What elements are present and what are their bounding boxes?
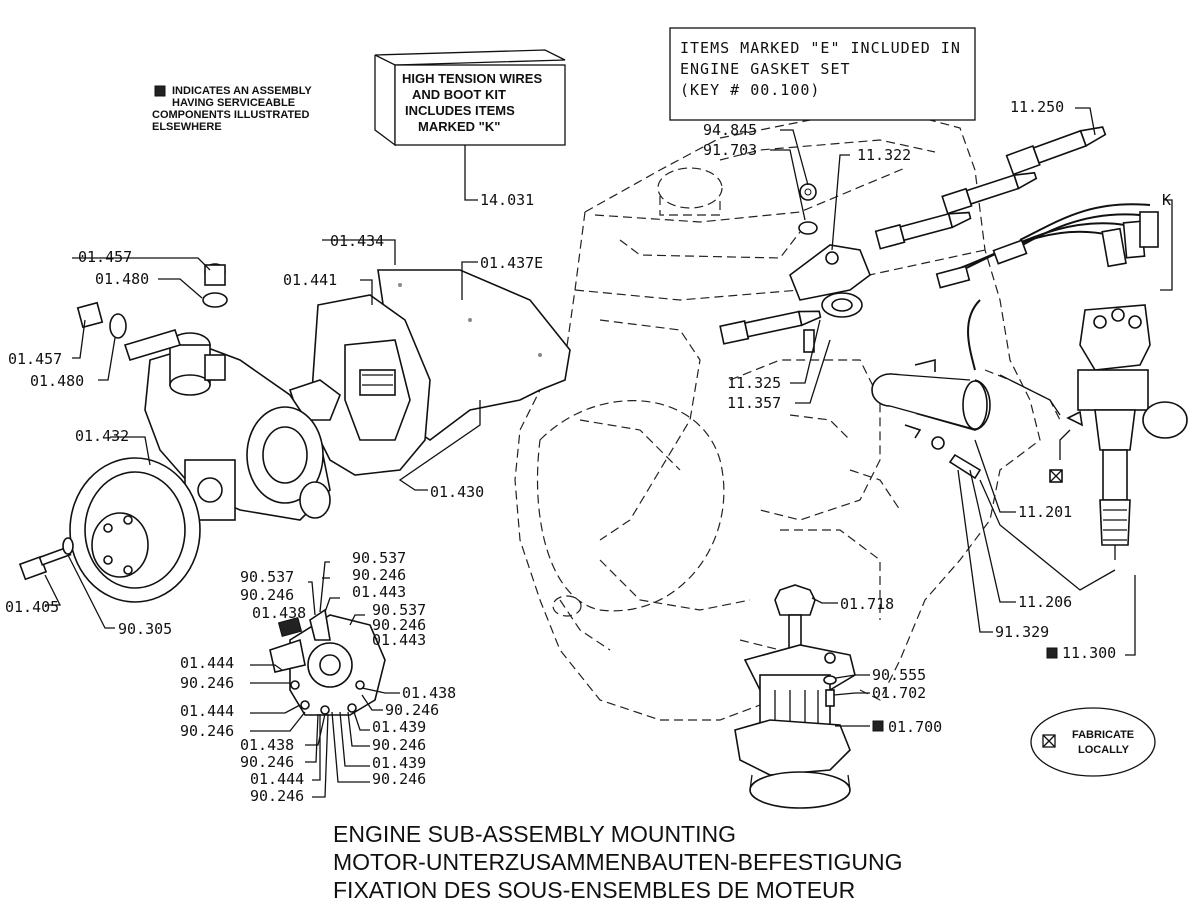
label-01-437e: 01.437E — [480, 254, 543, 272]
fabricate-locally-legend: FABRICATE LOCALLY — [1030, 707, 1156, 777]
fan-pulley: 01.432 01.405 90.305 — [5, 427, 201, 638]
label-k: K — [1162, 191, 1171, 209]
ht-box-line-1: HIGH TENSION WIRES — [402, 71, 542, 86]
fabricate-line-2: LOCALLY — [1078, 744, 1130, 756]
fabricate-line-1: FABRICATE — [1072, 729, 1134, 741]
pump-label-90-246a: 90.246 — [240, 586, 294, 604]
pump-label-01-438a: 01.438 — [252, 604, 306, 622]
label-01-718: 01.718 — [840, 595, 894, 613]
ht-box-line-4: MARKED "K" — [418, 119, 500, 134]
label-90-555: 90.555 — [872, 666, 926, 684]
oil-pump: 01.718 90.555 01.702 01.700 — [734, 584, 942, 809]
ignition-coil — [871, 358, 1116, 591]
legend-line-4: ELSEWHERE — [152, 121, 222, 133]
label-90-305: 90.305 — [118, 620, 172, 638]
coil-labels: 11.325 11.357 11.201 11.206 91.329 11.30… — [727, 319, 1136, 662]
gasket-note-line-1: ITEMS MARKED "E" INCLUDED IN — [680, 39, 961, 57]
pump-label-01-444b: 01.444 — [180, 702, 234, 720]
pump-label-90-246e: 90.246 — [180, 722, 234, 740]
distributor — [1066, 304, 1188, 560]
label-01-434: 01.434 — [330, 232, 384, 250]
label-01-702: 01.702 — [872, 684, 926, 702]
label-94-845: 94.845 — [703, 121, 757, 139]
label-14-031: 14.031 — [480, 191, 534, 209]
pump-label-01-439b: 01.439 — [372, 754, 426, 772]
water-pump-detail-labels: 90.537 90.246 01.438 90.537 90.246 01.44… — [180, 549, 456, 805]
pump-label-90-537a: 90.537 — [240, 568, 294, 586]
pump-label-90-246h: 90.246 — [240, 753, 294, 771]
label-01-432: 01.432 — [75, 427, 129, 445]
pump-label-90-246d: 90.246 — [180, 674, 234, 692]
label-01-700: 01.700 — [888, 718, 942, 736]
pump-label-90-537b: 90.537 — [352, 549, 406, 567]
legend-line-1: INDICATES AN ASSEMBLY — [172, 85, 312, 97]
label-01-480b: 01.480 — [30, 372, 84, 390]
assembly-legend-note: INDICATES AN ASSEMBLY HAVING SERVICEABLE… — [152, 85, 312, 133]
ht-box-line-3: INCLUDES ITEMS — [405, 103, 515, 118]
pump-label-90-246i: 90.246 — [250, 787, 304, 805]
label-01-430: 01.430 — [430, 483, 484, 501]
label-01-441: 01.441 — [283, 271, 337, 289]
water-pump-detail — [269, 608, 386, 716]
pump-label-01-443a: 01.443 — [352, 583, 406, 601]
gasket-set-note-box: ITEMS MARKED "E" INCLUDED IN ENGINE GASK… — [669, 27, 976, 121]
legend-line-3: COMPONENTS ILLUSTRATED — [152, 109, 310, 121]
pump-label-90-246g: 90.246 — [372, 736, 426, 754]
water-pump: 01.457 01.480 01.457 01.480 — [8, 248, 331, 521]
pump-label-01-438b: 01.438 — [402, 684, 456, 702]
label-11-322: 11.322 — [857, 146, 911, 164]
label-11-357: 11.357 — [727, 394, 781, 412]
title-french: FIXATION DES SOUS-ENSEMBLES DE MOTEUR — [333, 877, 855, 903]
pump-label-01-444a: 01.444 — [180, 654, 234, 672]
title-german: MOTOR-UNTERZUSAMMENBAUTEN-BEFESTIGUNG — [333, 849, 902, 875]
ht-box-line-2: AND BOOT KIT — [412, 87, 506, 102]
pump-label-01-438c: 01.438 — [240, 736, 294, 754]
pump-label-90-246j: 90.246 — [372, 770, 426, 788]
ht-wire-set: K — [935, 191, 1173, 371]
pump-label-01-444c: 01.444 — [250, 770, 304, 788]
front-cover-gaskets: 01.434 01.437E 01.441 01.430 — [283, 232, 571, 501]
legend-line-2: HAVING SERVICEABLE — [172, 97, 295, 109]
label-91-703: 91.703 — [703, 141, 757, 159]
pump-label-01-439a: 01.439 — [372, 718, 426, 736]
gasket-note-line-3: (KEY # 00.100) — [680, 81, 820, 99]
label-01-457b: 01.457 — [8, 350, 62, 368]
gasket-note-line-2: ENGINE GASKET SET — [680, 60, 851, 78]
label-01-480a: 01.480 — [95, 270, 149, 288]
title-english: ENGINE SUB-ASSEMBLY MOUNTING — [333, 821, 736, 847]
label-01-457a: 01.457 — [78, 248, 132, 266]
pump-label-90-246b: 90.246 — [352, 566, 406, 584]
label-11-201: 11.201 — [1018, 503, 1072, 521]
label-11-206: 11.206 — [1018, 593, 1072, 611]
label-11-300: 11.300 — [1062, 644, 1116, 662]
high-tension-kit-box: HIGH TENSION WIRES AND BOOT KIT INCLUDES… — [374, 49, 566, 209]
label-11-250: 11.250 — [1010, 98, 1064, 116]
pump-label-90-246f: 90.246 — [385, 701, 439, 719]
diagram-title: ENGINE SUB-ASSEMBLY MOUNTING MOTOR-UNTER… — [333, 821, 902, 903]
spark-plugs: 11.250 — [719, 98, 1107, 345]
label-01-405: 01.405 — [5, 598, 59, 616]
label-11-325: 11.325 — [727, 374, 781, 392]
label-91-329: 91.329 — [995, 623, 1049, 641]
cover-bracket-parts: 94.845 91.703 11.322 — [703, 121, 911, 353]
pump-label-01-443b: 01.443 — [372, 631, 426, 649]
pump-label-90-246c: 90.246 — [372, 616, 426, 634]
pump-label-90-537c: 90.537 — [372, 601, 426, 619]
